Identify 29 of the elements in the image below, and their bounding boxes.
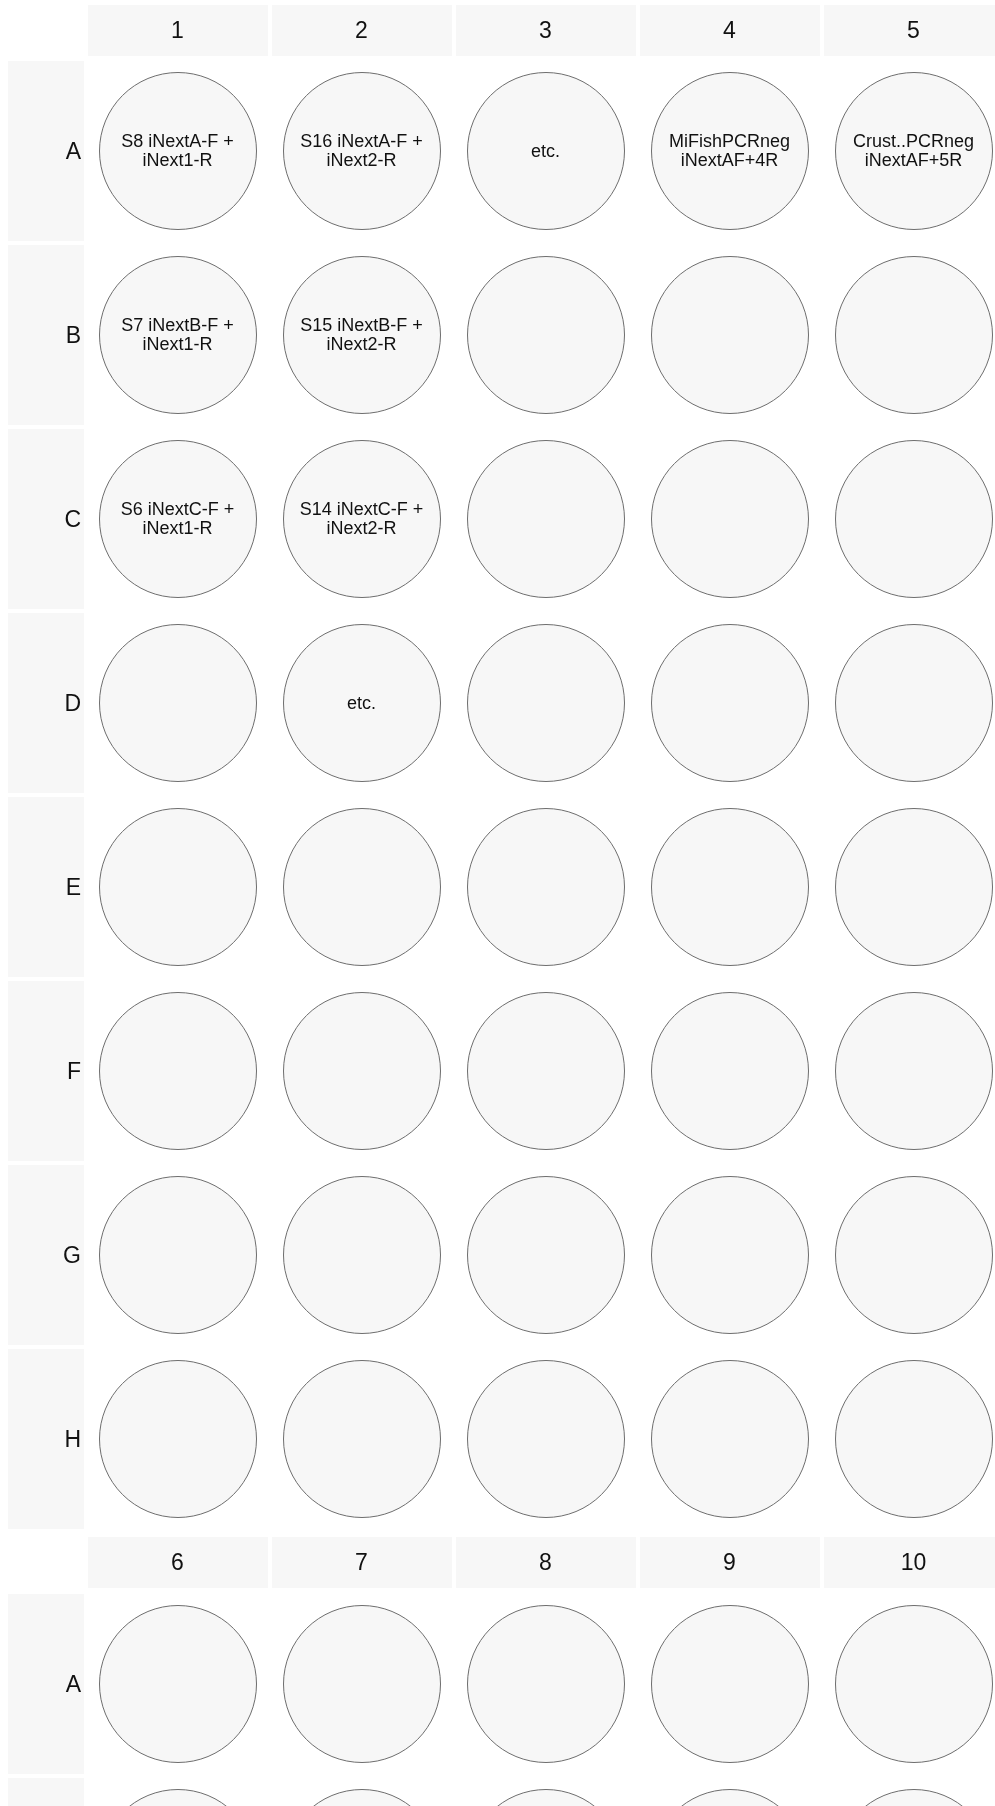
well-label: MiFishPCRneg iNextAF+4R [667, 132, 791, 170]
column-header: 1 [87, 5, 268, 56]
row-label: E [8, 797, 84, 977]
well-label: etc. [347, 693, 376, 713]
column-header: 3 [455, 5, 636, 56]
row-label: H [8, 1349, 84, 1529]
row-label: F [8, 981, 84, 1161]
row-label: C [8, 429, 84, 609]
well-label: S7 iNextB-F + iNext1-R [120, 316, 235, 354]
well-label: S14 iNextC-F + iNext2-R [298, 500, 425, 538]
row-label: B [8, 245, 84, 425]
well-label: S16 iNextA-F + iNext2-R [299, 132, 424, 170]
column-header: 5 [823, 5, 995, 56]
well-label: S15 iNextB-F + iNext2-R [299, 316, 424, 354]
row-label: D [8, 613, 84, 793]
column-header: 4 [639, 5, 820, 56]
column-header: 6 [87, 1537, 268, 1588]
column-header: 9 [639, 1537, 820, 1588]
well-label: etc. [531, 141, 560, 161]
column-header: 8 [455, 1537, 636, 1588]
row-label: A [8, 61, 84, 241]
column-header: 10 [823, 1537, 995, 1588]
well-label: S6 iNextC-F + iNext1-R [119, 500, 236, 538]
column-header: 7 [271, 1537, 452, 1588]
row-label: A [8, 1594, 84, 1774]
well-label: Crust..PCRneg iNextAF+5R [851, 132, 975, 170]
well-label: S8 iNextA-F + iNext1-R [120, 132, 235, 170]
column-header: 2 [271, 5, 452, 56]
row-label: G [8, 1165, 84, 1345]
